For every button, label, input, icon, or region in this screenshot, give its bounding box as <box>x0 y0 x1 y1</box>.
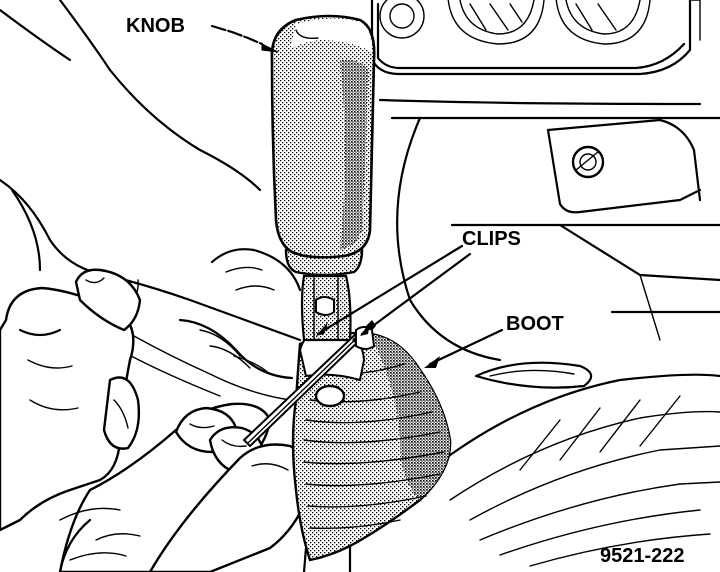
knob-label: KNOB <box>126 15 185 37</box>
left-hand <box>0 0 302 401</box>
boot-label: BOOT <box>506 313 564 335</box>
clips-label: CLIPS <box>462 228 521 250</box>
figure-number: 9521-222 <box>600 545 685 567</box>
gauge-left <box>379 0 425 39</box>
clips <box>315 296 376 350</box>
leader-lines <box>210 24 504 368</box>
switch-knob <box>571 145 605 179</box>
dashboard <box>370 0 720 567</box>
right-hand <box>0 268 311 572</box>
shift-knob <box>270 14 376 277</box>
